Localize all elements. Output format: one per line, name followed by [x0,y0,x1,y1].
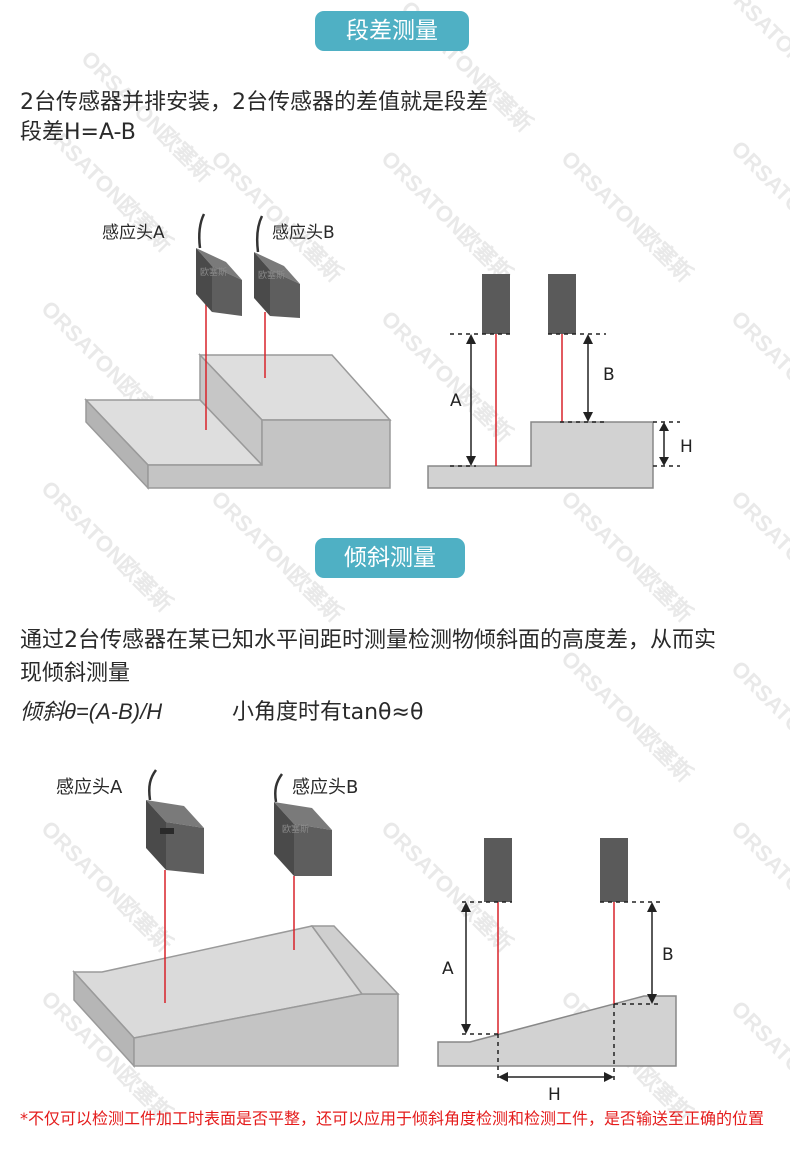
svg-text:欧塞斯: 欧塞斯 [200,266,227,278]
dim-b-label: B [603,365,615,385]
dim-a2-label: A [442,959,454,979]
cable-b2 [274,773,284,803]
svg-text:欧塞斯: 欧塞斯 [258,269,285,281]
svg-text:ORSATON欧塞斯: ORSATON欧塞斯 [726,136,790,277]
dim-h-label: H [680,437,693,457]
sensor-b-2d-slope [600,838,628,902]
tilt-description-line1: 通过2台传感器在某已知水平间距时测量检测物倾斜面的高度差，从而实 [20,628,716,653]
slope-right-top [310,925,400,995]
slope-2d-diagram: A B H [437,838,677,1105]
slope-3d-diagram: 欧塞斯 [72,769,400,1068]
cable-b [255,215,264,253]
svg-text:ORSATON欧塞斯: ORSATON欧塞斯 [726,486,790,627]
svg-text:ORSATON欧塞斯: ORSATON欧塞斯 [716,0,790,117]
footnote: *不仅可以检测工件加工时表面是否平整，还可以应用于倾斜角度检测和检测工件，是否输… [20,1109,765,1128]
svg-text:欧塞斯: 欧塞斯 [282,823,309,835]
step-formula: 段差H=A-B [20,120,136,145]
svg-text:ORSATON欧塞斯: ORSATON欧塞斯 [556,146,697,287]
head-a2-label: 感应头A [56,777,123,798]
head-a-label: 感应头A [102,223,165,243]
dim-a-label: A [450,391,462,411]
svg-text:ORSATON欧塞斯: ORSATON欧塞斯 [726,816,790,957]
step-description: 2台传感器并排安装，2台传感器的差值就是段差 [20,90,488,115]
svg-text:ORSATON欧塞斯: ORSATON欧塞斯 [726,306,790,447]
head-b-label: 感应头B [272,223,335,243]
svg-text:ORSATON欧塞斯: ORSATON欧塞斯 [556,646,697,787]
sensor-head-b2: 欧塞斯 [274,802,332,876]
head-b2-label: 感应头B [292,777,359,798]
block-front [147,419,391,489]
tilt-formula: 倾斜θ=(A-B)/H [20,699,163,724]
workpiece-2d [427,421,654,489]
sensor-head-a2 [146,800,204,874]
small-angle-approx: 小角度时有tanθ≈θ [232,700,424,725]
step-2d-diagram: A B H [427,274,693,489]
sensor-a-2d [482,274,510,334]
svg-text:ORSATON欧塞斯: ORSATON欧塞斯 [556,486,697,627]
step-3d-diagram: 欧塞斯 欧塞斯 [84,213,392,490]
cable-a2 [148,769,158,801]
dim-b2-label: B [662,945,674,965]
sensor-head-b: 欧塞斯 [254,252,300,318]
sensor-a-2d-slope [484,838,512,902]
sensor-b-2d [548,274,576,334]
section-title-tilt: 倾斜测量 [315,538,465,578]
svg-text:ORSATON欧塞斯: ORSATON欧塞斯 [36,476,177,617]
sensor-head-a: 欧塞斯 [196,248,242,316]
svg-text:ORSATON欧塞斯: ORSATON欧塞斯 [726,656,790,797]
workpiece-slope-2d [437,995,677,1067]
section-title-step: 段差测量 [315,11,469,51]
slope-front [133,993,399,1067]
svg-text:ORSATON欧塞斯: ORSATON欧塞斯 [376,146,517,287]
dim-h2-label: H [548,1085,561,1105]
cable-a [197,213,206,249]
tilt-description-line2: 现倾斜测量 [20,661,131,686]
